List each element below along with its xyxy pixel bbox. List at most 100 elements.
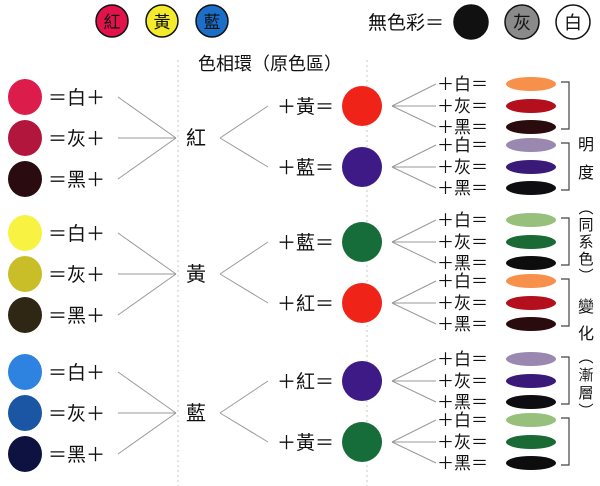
mix-operator: ＋黃＝ [277,432,334,454]
right-operator: ＋灰＝ [437,233,488,253]
right-operator: ＋白＝ [437,75,488,95]
right-operator: ＋白＝ [437,136,488,156]
side-label-gradient: ︵ [578,348,593,366]
connector-line [391,302,437,325]
shade-swatch [506,99,556,113]
mixing-groups: ＝白＋＝灰＋＝黑＋紅＋黃＝＋白＝＋灰＝＋黑＝＋藍＝＋白＝＋灰＝＋黑＝＝白＋＝灰＋… [8,75,570,474]
shade-swatch [506,181,556,195]
mix-operator: ＋黃＝ [277,96,334,118]
right-operator: ＋黑＝ [437,454,488,474]
right-operator: ＋黑＝ [437,254,488,274]
left-swatch [8,161,42,197]
achromatic-label-gray: 灰 [513,13,531,34]
group-bracket [561,81,570,130]
primary-swatch-blue [195,4,229,38]
right-operator: ＋黑＝ [437,393,488,413]
shade-swatch [506,413,556,427]
side-label-gradient: 漸 [578,366,593,384]
side-label-lightness: 度 [578,163,594,182]
base-color-label: 黃 [186,262,206,286]
shade-swatch [506,317,556,331]
left-swatch [8,395,42,431]
shade-swatch [506,213,556,227]
mix-result-swatch [342,361,382,401]
shade-swatch [506,256,556,270]
right-operator: ＋灰＝ [437,372,488,392]
side-label-gradient: ︶ [578,402,593,420]
achromatic-swatch-gray [504,4,540,40]
primary-label-blue: 藍 [204,13,221,33]
group-0: ＝白＋＝灰＋＝黑＋紅＋黃＝＋白＝＋灰＝＋黑＝＋藍＝＋白＝＋灰＝＋黑＝ [8,75,570,199]
side-label-same-system: 同 [578,216,593,234]
connector-line [219,412,269,443]
group-1: ＝白＋＝灰＋＝黑＋黃＋藍＝＋白＝＋灰＝＋黑＝＋紅＝＋白＝＋灰＝＋黑＝ [8,211,570,335]
side-label-change: 化 [578,324,594,343]
achromatic-swatch-black [453,4,489,40]
group-bracket [561,356,570,405]
mix-result-swatch [342,283,382,323]
group-bracket [561,217,570,266]
left-swatch [8,215,42,251]
base-color-label: 紅 [186,126,206,150]
connector-line [391,241,437,264]
left-operator: ＝黑＋ [48,305,105,327]
left-swatch [8,120,42,156]
connector-line [391,441,437,464]
right-operator: ＋灰＝ [437,433,488,453]
group-bracket [561,278,570,327]
shade-swatch [506,296,556,310]
shade-swatch [506,138,556,152]
connector-line [391,380,437,403]
connector-line [391,144,437,168]
shade-swatch [506,235,556,249]
connector-line [117,371,177,414]
achromatic-swatch-white [555,4,591,40]
connector-line [117,232,177,275]
connector-line [117,273,177,316]
right-operator: ＋灰＝ [437,97,488,117]
right-operator: ＋黑＝ [437,118,488,138]
shade-swatch [506,374,556,388]
connector-line [219,241,269,275]
shade-swatch [506,456,556,470]
connector-line [391,83,437,107]
left-operator: ＝黑＋ [48,169,105,191]
shade-swatch [506,160,556,174]
shade-swatch [506,274,556,288]
mix-result-swatch [342,147,382,187]
connector-line [219,137,269,168]
primary-label-red: 紅 [104,13,121,33]
connector-line [219,105,269,139]
left-swatch [8,436,42,472]
connector-line [391,105,437,128]
connector-line [117,412,177,455]
connector-line [117,96,177,139]
left-operator: ＝黑＋ [48,444,105,466]
primary-swatch-yellow [145,4,179,38]
connector-line [391,358,437,382]
mix-operator: ＋藍＝ [277,157,334,179]
left-operator: ＝白＋ [48,87,105,109]
connector-line [391,219,437,243]
right-operator: ＋白＝ [437,211,488,231]
side-label-same-system: 系 [578,233,593,251]
mix-result-swatch [342,422,382,462]
achromatic-label-white: 白 [564,13,582,34]
left-operator: ＝白＋ [48,362,105,384]
connector-line [219,273,269,304]
achromatic-label: 無色彩＝ [368,12,444,34]
right-operator: ＋白＝ [437,411,488,431]
mix-operator: ＋紅＝ [277,371,334,393]
connector-line [117,137,177,180]
connector-line [391,280,437,304]
left-swatch [8,354,42,390]
left-operator: ＝灰＋ [48,128,105,150]
primary-colors: 紅 黃 藍 [95,4,229,38]
base-color-label: 藍 [186,401,206,425]
side-label-change: 變 [578,297,594,316]
side-label-same-system: ︵ [578,199,593,217]
connector-line [391,166,437,189]
left-swatch [8,297,42,333]
shade-swatch [506,77,556,91]
